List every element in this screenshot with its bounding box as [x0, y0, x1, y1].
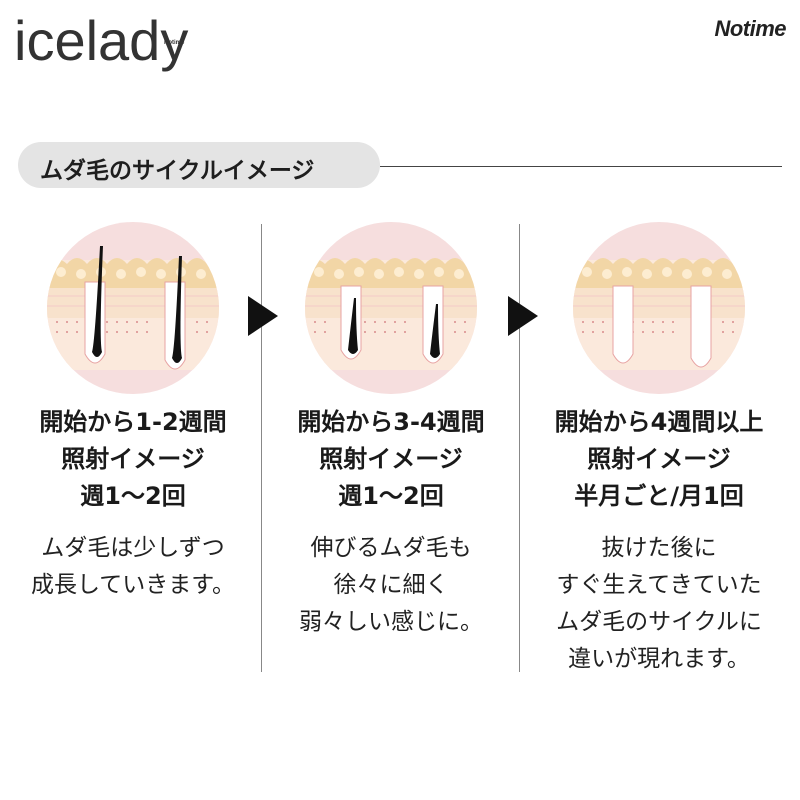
desc-line: ムダ毛のサイクルに — [556, 609, 762, 635]
stage-label: 照射イメージ — [319, 445, 463, 473]
skin-illustration-stage-3 — [573, 222, 745, 394]
desc-line: 違いが現れます。 — [568, 646, 750, 672]
stage-frequency: 週1〜2回 — [80, 482, 186, 510]
desc-line: 成長していきます。 — [30, 572, 235, 598]
stage-frequency: 週1〜2回 — [338, 482, 444, 510]
stage-heading: 開始から1-2週間 照射イメージ 週1〜2回 — [4, 404, 262, 515]
stage-heading: 開始から4週間以上 照射イメージ 半月ごと/月1回 — [530, 404, 788, 515]
brand-wordmark: icelady — [14, 9, 189, 72]
section-header-pill — [18, 142, 380, 188]
desc-line: 抜けた後に — [601, 535, 717, 561]
arrow-right-icon — [248, 296, 278, 336]
skin-illustration-stage-1 — [47, 222, 219, 394]
desc-line: 徐々に細く — [333, 572, 449, 598]
brand-sub-label: Notime — [164, 40, 185, 46]
desc-line: 伸びるムダ毛も — [310, 535, 472, 561]
stage-period: 開始から1-2週間 — [39, 408, 227, 436]
stage-label: 照射イメージ — [61, 445, 205, 473]
skin-illustration-stage-2 — [305, 222, 477, 394]
column-divider-2 — [519, 224, 520, 672]
stage-description: 抜けた後に すぐ生えてきていた ムダ毛のサイクルに 違いが現れます。 — [530, 530, 788, 678]
desc-line: 弱々しい感じに。 — [299, 609, 483, 635]
hair-follicle-illustration — [573, 222, 745, 394]
stage-heading: 開始から3-4週間 照射イメージ 週1〜2回 — [262, 404, 520, 515]
notime-logo: Notime — [714, 16, 786, 41]
arrow-right-icon — [508, 296, 538, 336]
column-divider-1 — [261, 224, 262, 672]
stage-description: 伸びるムダ毛も 徐々に細く 弱々しい感じに。 — [262, 530, 520, 641]
section-title: ムダ毛のサイクルイメージ — [40, 158, 315, 184]
hair-follicle-illustration — [47, 222, 219, 394]
section-rule — [380, 166, 782, 167]
hair-follicle-illustration — [305, 222, 477, 394]
stage-label: 照射イメージ — [587, 445, 731, 473]
desc-line: すぐ生えてきていた — [556, 572, 762, 598]
stage-description: ムダ毛は少しずつ 成長していきます。 — [4, 530, 262, 604]
stage-period: 開始から4週間以上 — [554, 408, 764, 436]
desc-line: ムダ毛は少しずつ — [41, 535, 225, 561]
stage-period: 開始から3-4週間 — [297, 408, 485, 436]
stage-frequency: 半月ごと/月1回 — [574, 482, 744, 510]
